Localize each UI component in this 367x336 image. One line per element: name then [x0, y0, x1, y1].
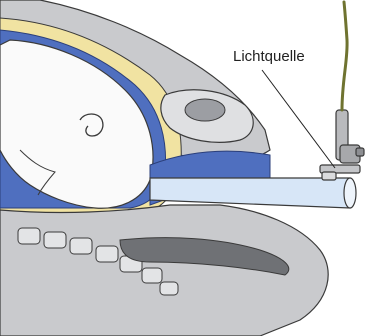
light-source-label: Lichtquelle — [233, 48, 305, 65]
pubic-bone — [185, 99, 225, 121]
scope-tip — [344, 178, 356, 208]
